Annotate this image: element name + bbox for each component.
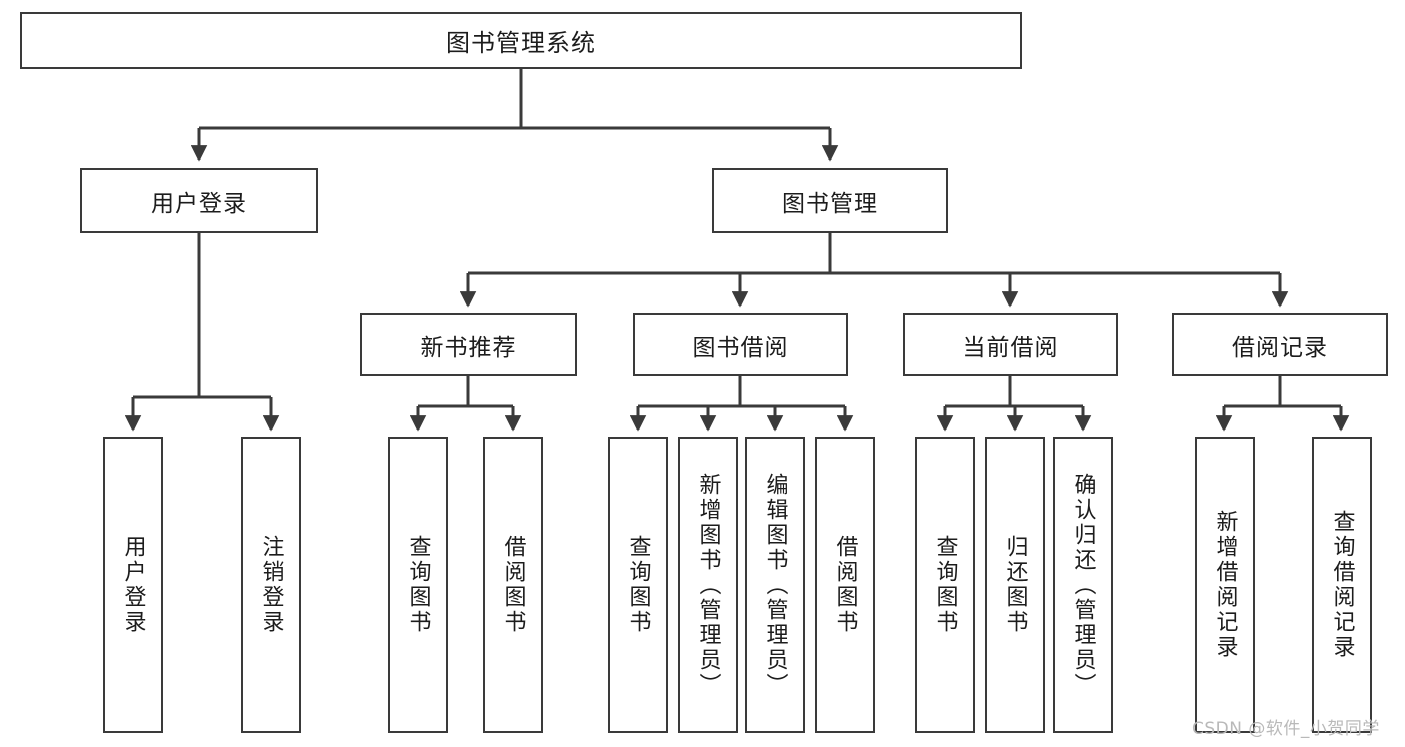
node-leaf-query-record-label: 查询借阅记录 <box>1329 510 1355 660</box>
node-new-book-recommend[interactable]: 新书推荐 <box>360 313 577 376</box>
node-leaf-query-book-1-label: 查询图书 <box>405 535 431 635</box>
node-book-manage[interactable]: 图书管理 <box>712 168 948 233</box>
node-leaf-add-book-label: 新增图书（管理员） <box>695 472 721 698</box>
node-book-manage-label: 图书管理 <box>782 190 878 217</box>
node-user-login[interactable]: 用户登录 <box>80 168 318 233</box>
node-current-borrow-label: 当前借阅 <box>962 334 1059 361</box>
node-leaf-borrow-book-1[interactable]: 借阅图书 <box>483 437 543 733</box>
node-new-book-recommend-label: 新书推荐 <box>420 334 517 361</box>
node-root[interactable]: 图书管理系统 <box>20 12 1022 69</box>
node-leaf-add-record-label: 新增借阅记录 <box>1212 510 1238 660</box>
node-leaf-logout-login-label: 注销登录 <box>258 535 284 635</box>
node-user-login-label: 用户登录 <box>151 190 247 217</box>
node-book-borrow-label: 图书借阅 <box>692 334 789 361</box>
node-leaf-user-login[interactable]: 用户登录 <box>103 437 163 733</box>
node-leaf-borrow-book-1-label: 借阅图书 <box>500 535 526 635</box>
node-current-borrow[interactable]: 当前借阅 <box>903 313 1118 376</box>
node-leaf-query-book-1[interactable]: 查询图书 <box>388 437 448 733</box>
node-leaf-borrow-book-2[interactable]: 借阅图书 <box>815 437 875 733</box>
node-leaf-add-book[interactable]: 新增图书（管理员） <box>678 437 738 733</box>
node-borrow-record-label: 借阅记录 <box>1232 334 1328 361</box>
node-leaf-confirm-return-label: 确认归还（管理员） <box>1070 472 1096 698</box>
node-leaf-query-book-3[interactable]: 查询图书 <box>915 437 975 733</box>
node-leaf-user-login-label: 用户登录 <box>120 535 146 635</box>
node-leaf-add-record[interactable]: 新增借阅记录 <box>1195 437 1255 733</box>
node-borrow-record[interactable]: 借阅记录 <box>1172 313 1388 376</box>
node-leaf-return-book-label: 归还图书 <box>1002 535 1028 635</box>
node-book-borrow[interactable]: 图书借阅 <box>633 313 848 376</box>
node-leaf-query-book-2[interactable]: 查询图书 <box>608 437 668 733</box>
node-leaf-query-record[interactable]: 查询借阅记录 <box>1312 437 1372 733</box>
node-leaf-edit-book-label: 编辑图书（管理员） <box>762 472 788 698</box>
node-leaf-return-book[interactable]: 归还图书 <box>985 437 1045 733</box>
node-leaf-edit-book[interactable]: 编辑图书（管理员） <box>745 437 805 733</box>
node-leaf-borrow-book-2-label: 借阅图书 <box>832 535 858 635</box>
node-leaf-confirm-return[interactable]: 确认归还（管理员） <box>1053 437 1113 733</box>
node-leaf-query-book-3-label: 查询图书 <box>932 535 958 635</box>
node-leaf-logout-login[interactable]: 注销登录 <box>241 437 301 733</box>
watermark: CSDN @软件_小贺同学 <box>1192 719 1380 739</box>
node-leaf-query-book-2-label: 查询图书 <box>625 535 651 635</box>
node-root-label: 图书管理系统 <box>446 29 596 57</box>
